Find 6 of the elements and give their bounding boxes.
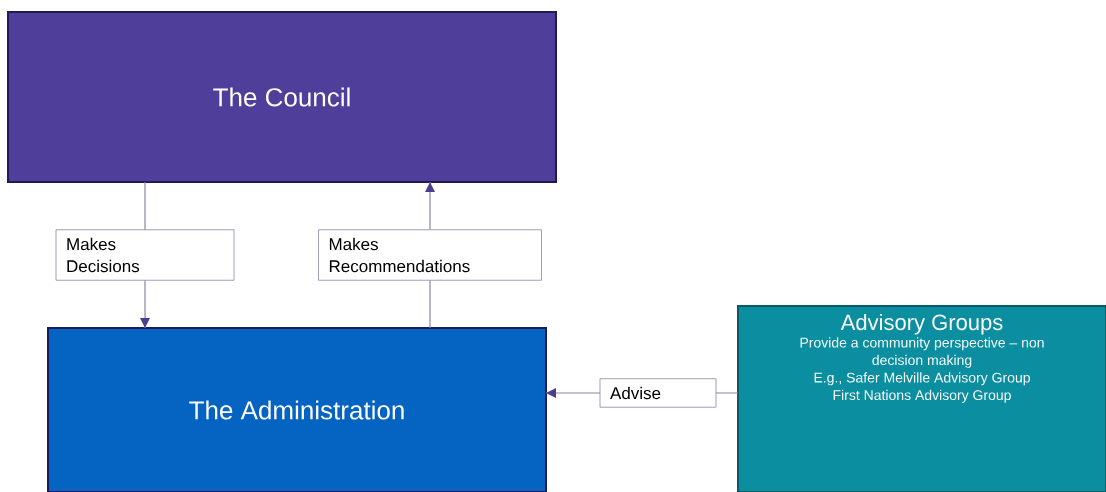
- council-box: The Council: [7, 11, 557, 183]
- edge-label: Makes Recommendations: [318, 229, 542, 281]
- edge-label: Advise: [599, 378, 717, 408]
- edge-label: Makes Decisions: [55, 229, 235, 281]
- administration-box: The Administration: [47, 327, 547, 492]
- advisory-box: Advisory Groups Provide a community perspective – non decision making E.g., Safer Melville Advisory Group First Nations Advisory Group: [737, 305, 1106, 492]
